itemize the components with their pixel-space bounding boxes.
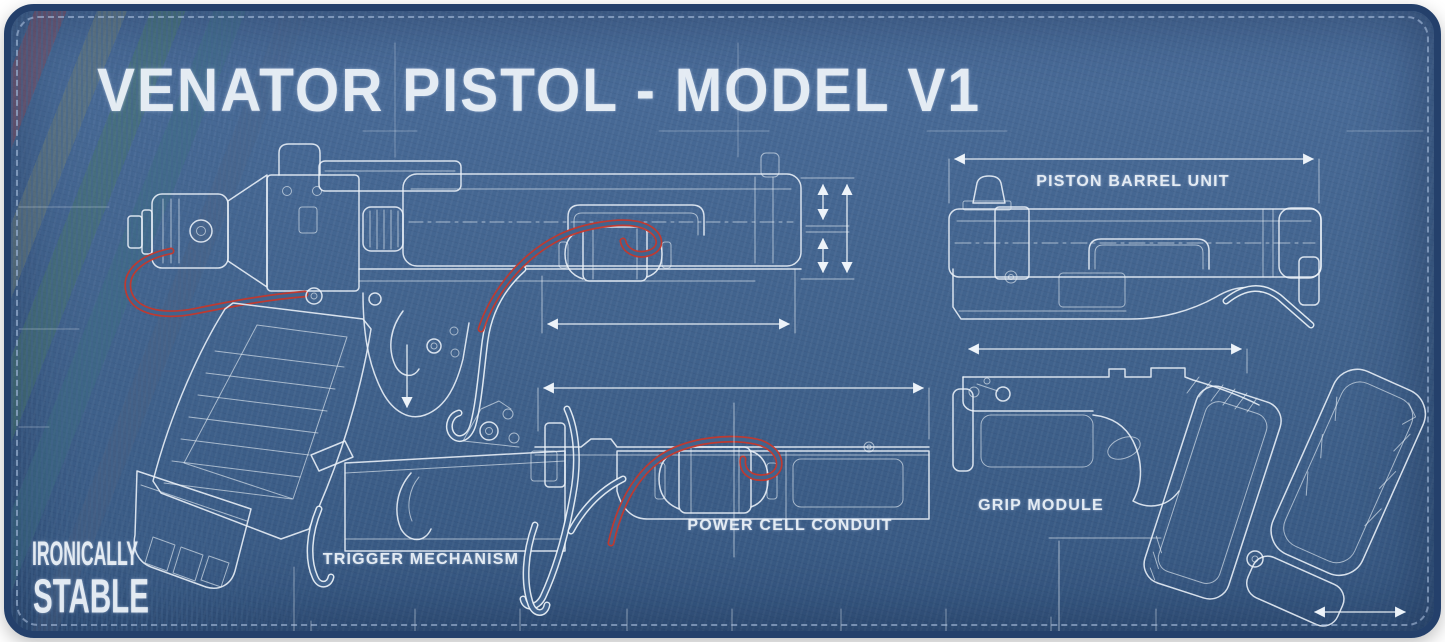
trigger-mechanism-drawing (306, 400, 580, 610)
deskmat: VENATOR PISTOL - MODEL V1 PISTON BARREL … (4, 4, 1441, 638)
main-pistol-dimension-arrows (401, 177, 930, 440)
brand-logo-line2: STABLE (33, 568, 149, 624)
faded-rainbow-stripes-decoration (11, 11, 371, 631)
label-trigger-mechanism: TRIGGER MECHANISM (322, 551, 520, 568)
brand-logo-line1: IRONICALLY (32, 534, 138, 573)
grip-panel-drawing (1246, 368, 1427, 627)
label-piston-barrel-unit: PISTON BARREL UNIT (1036, 173, 1230, 190)
power-cell-conduit-drawing (522, 402, 930, 616)
blueprint-guide-lines (18, 42, 1424, 428)
piston-barrel-unit-drawing (948, 153, 1322, 329)
blueprint-drawing (18, 42, 1427, 631)
red-conduit-wire-detail (607, 435, 783, 547)
red-conduit-wire-main (477, 219, 663, 333)
label-power-cell-conduit: POWER CELL CONDUIT (687, 517, 893, 534)
page-title: VENATOR PISTOL - MODEL V1 (97, 56, 982, 126)
label-grip-module: GRIP MODULE (978, 497, 1104, 514)
bottom-ruler-ticks (293, 566, 1157, 631)
main-pistol-drawing (124, 143, 802, 589)
red-conduit-wire-muzzle (124, 247, 309, 318)
grip-module-drawing (952, 343, 1282, 631)
